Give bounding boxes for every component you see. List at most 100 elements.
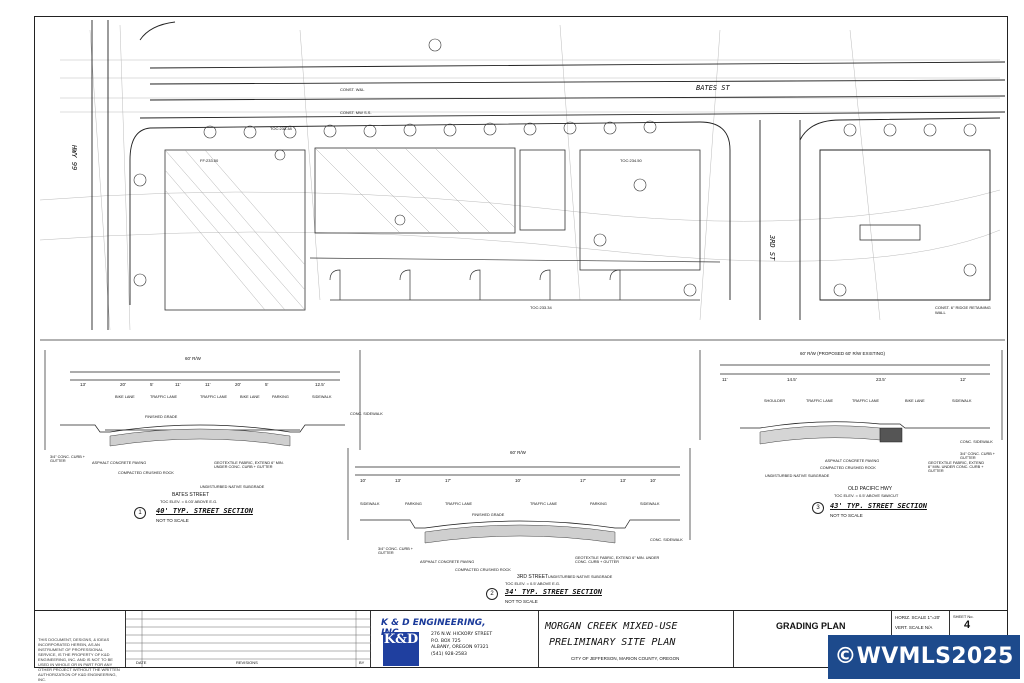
- section2-name: 3RD STREET: [517, 574, 549, 580]
- section1-dim: 5': [150, 382, 154, 387]
- site-label: TOC:233.34: [530, 305, 552, 310]
- sheet-border: [34, 16, 1008, 668]
- section3-dim: 11': [722, 377, 728, 382]
- site-label: CONST. W&L: [340, 87, 365, 92]
- section3-note: 3/4" CONC. CURB + GUTTER: [960, 452, 996, 460]
- section2-lane: TRAFFIC LANE: [530, 502, 558, 506]
- section3-dim: 23.5': [876, 377, 886, 382]
- section1-note: ASPHALT CONCRETE PAVING: [92, 461, 147, 465]
- site-label: FF:233.50: [200, 158, 219, 163]
- section2-row: 60' R/W: [510, 450, 526, 455]
- section1-note: GEOTEXTILE FABRIC, EXTEND 6" MIN. UNDER …: [214, 461, 284, 469]
- section2-dim: 17': [445, 478, 451, 483]
- section3-lane: TRAFFIC LANE: [806, 399, 834, 403]
- section3-name: OLD PACIFIC HWY: [848, 486, 893, 492]
- section2-dim: 17': [580, 478, 586, 483]
- section1-lane: BIKE LANE: [115, 395, 135, 399]
- section1-dim: 13': [80, 382, 86, 387]
- section2-lane: TRAFFIC LANE: [445, 502, 473, 506]
- section2-note: 3/4" CONC. CURB + GUTTER: [378, 547, 414, 555]
- sheet-title: GRADING PLAN: [776, 621, 846, 631]
- sheet-no-label: SHEET No.: [953, 614, 974, 619]
- section2-dim: 10': [360, 478, 366, 483]
- section1-dim: 11': [175, 382, 181, 387]
- section3-scale: NOT TO SCALE: [830, 513, 863, 518]
- section1-title: 40' TYP. STREET SECTION: [156, 507, 253, 515]
- section2-note: CONC. SIDEWALK: [650, 538, 683, 542]
- kd-logo-icon: K&D: [383, 632, 419, 666]
- section2-note: FINISHED GRADE: [472, 513, 505, 517]
- company-cell: K & D ENGINEERING, INC. K&D 276 N.W. HIC…: [371, 611, 539, 667]
- sheet-number-cell: SHEET No. 4: [950, 611, 1006, 667]
- section3-note: UNDISTURBED NATIVE SUBGRADE: [765, 474, 830, 478]
- revisions-label: REVISIONS: [236, 660, 258, 665]
- section1-lane: TRAFFIC LANE: [200, 395, 228, 399]
- section3-lane: SHOULDER: [764, 399, 786, 403]
- section2-dim: 10': [515, 478, 521, 483]
- section1-number: 1: [134, 507, 146, 519]
- section1-toc-note: TOC ELEV. = 0.03' ABOVE E.G.: [160, 499, 218, 504]
- project-title-line1: MORGAN CREEK MIXED-USE: [545, 621, 678, 632]
- section3-note: CONC. SIDEWALK: [960, 440, 993, 444]
- section2-number: 2: [486, 588, 498, 600]
- section1-note: 3/4" CONC. CURB + GUTTER: [50, 455, 86, 463]
- section1-row: 60' R/W: [185, 356, 201, 361]
- horiz-scale: HORIZ. SCALE 1"=20': [895, 615, 941, 620]
- site-label: TOC:233.38: [270, 126, 292, 131]
- disclaimer-text: THIS DOCUMENT, DESIGNS, & IDEAS INCORPOR…: [38, 637, 120, 682]
- section1-dim: 20': [120, 382, 126, 387]
- section1-dim: 12.5': [315, 382, 325, 387]
- section2-lane: PARKING: [405, 502, 422, 506]
- section3-dim: 12': [960, 377, 966, 382]
- date-label: DATE: [136, 660, 147, 665]
- section3-toc-note: TOC ELEV. = 0.5' ABOVE SAWCUT: [834, 493, 899, 498]
- section1-dim: 20': [235, 382, 241, 387]
- section1-dim: 5': [265, 382, 269, 387]
- section3-number: 3: [812, 502, 824, 514]
- section3-lane: BIKE LANE: [905, 399, 925, 403]
- section1-lane: SIDEWALK: [312, 395, 332, 399]
- section1-note: UNDISTURBED NATIVE SUBGRADE: [200, 485, 265, 489]
- section1-scale: NOT TO SCALE: [156, 518, 189, 523]
- section1-name: BATES STREET: [172, 492, 210, 498]
- street-label-bates: BATES ST: [696, 84, 730, 92]
- section3-note: COMPACTED CRUSHED ROCK: [820, 466, 876, 470]
- section2-note: COMPACTED CRUSHED ROCK: [455, 568, 511, 572]
- section2-lane: SIDEWALK: [640, 502, 660, 506]
- by-label: BY: [359, 660, 365, 665]
- section2-title: 34' TYP. STREET SECTION: [505, 588, 602, 596]
- disclaimer-cell: THIS DOCUMENT, DESIGNS, & IDEAS INCORPOR…: [34, 611, 126, 682]
- site-label: TOC:234.50: [620, 158, 642, 163]
- section2-dim: 13': [620, 478, 626, 483]
- company-address: 276 N.W. HICKORY STREET P.O. BOX 725 ALB…: [431, 632, 493, 657]
- section3-lane: TRAFFIC LANE: [852, 399, 880, 403]
- section2-dim: 10': [650, 478, 656, 483]
- sheet-number: 4: [964, 619, 971, 631]
- section3-row: 60' R/W (PROPOSED 60' R/W EXISTING): [800, 351, 885, 356]
- mls-watermark: ©WVMLS2025: [828, 635, 1020, 679]
- section2-note: ASPHALT CONCRETE PAVING: [420, 560, 475, 564]
- site-label: CONST. 6" RIDGE RETAINING WALL: [935, 305, 991, 315]
- section3-note: GEOTEXTILE FABRIC, EXTEND 6" MIN. UNDER …: [928, 461, 985, 473]
- section1-dim: 11': [205, 382, 211, 387]
- project-location: CITY OF JEFFERSON, MARION COUNTY, OREGON: [571, 656, 680, 661]
- site-label: CONST. MW S.S.: [340, 110, 372, 115]
- section2-scale: NOT TO SCALE: [505, 599, 538, 604]
- section1-note: CONC. SIDEWALK: [350, 412, 383, 416]
- section3-title: 43' TYP. STREET SECTION: [830, 502, 927, 510]
- vert-scale: VERT. SCALE N/A: [895, 625, 933, 630]
- section1-note: COMPACTED CRUSHED ROCK: [118, 471, 174, 475]
- section3-note: ASPHALT CONCRETE PAVING: [825, 459, 880, 463]
- project-cell: MORGAN CREEK MIXED-USE PRELIMINARY SITE …: [539, 611, 734, 667]
- section3-lane: SIDEWALK: [952, 399, 972, 403]
- company-logo: K & D ENGINEERING, INC. K&D 276 N.W. HIC…: [375, 615, 493, 666]
- section2-note: UNDISTURBED NATIVE SUBGRADE: [548, 575, 613, 579]
- section2-dim: 13': [395, 478, 401, 483]
- section2-note: GEOTEXTILE FABRIC, EXTEND 6" MIN. UNDER …: [575, 556, 660, 564]
- section2-toc-note: TOC ELEV. = 0.5' ABOVE E.G.: [505, 581, 561, 586]
- section2-lane: PARKING: [590, 502, 607, 506]
- section1-note: FINISHED GRADE: [145, 415, 178, 419]
- section3-dim: 14.5': [787, 377, 797, 382]
